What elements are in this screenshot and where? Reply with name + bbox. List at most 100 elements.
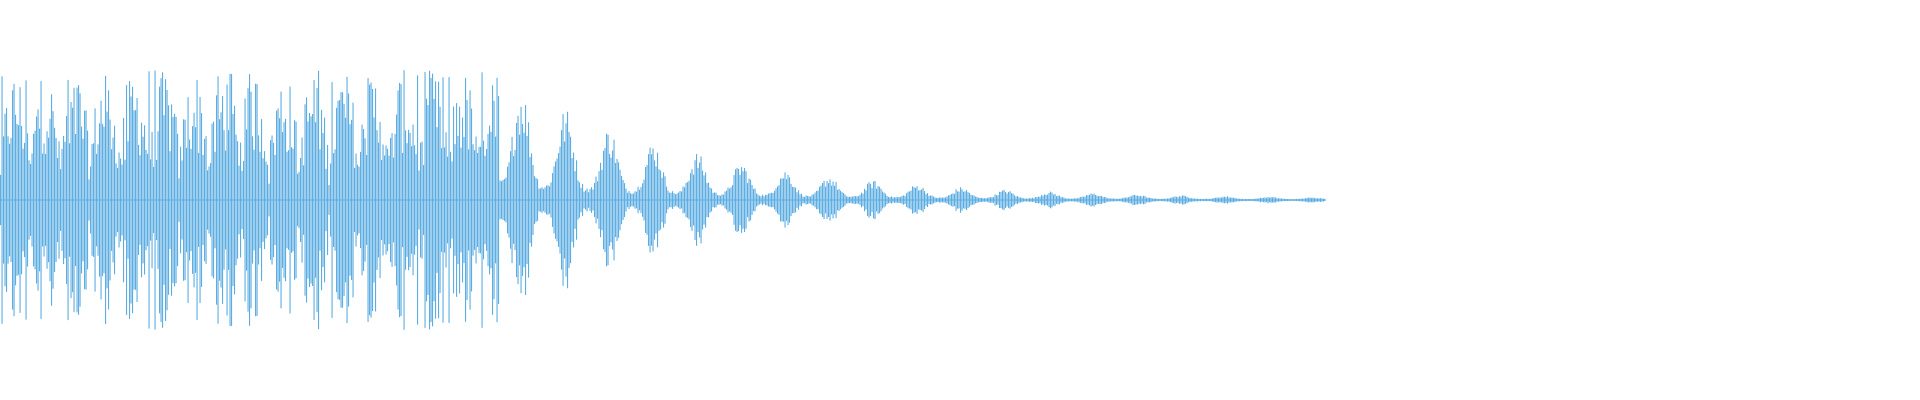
waveform-bar xyxy=(352,102,354,298)
waveform-bar xyxy=(222,96,224,304)
waveform-bar xyxy=(375,88,377,312)
waveform-bar xyxy=(1185,196,1187,204)
waveform-bar xyxy=(414,145,416,255)
waveform-bar xyxy=(1287,199,1289,201)
waveform-bar xyxy=(1260,197,1262,203)
waveform-bar xyxy=(708,182,710,218)
waveform-bar xyxy=(721,194,723,206)
waveform-bar xyxy=(825,186,827,214)
waveform-bar xyxy=(67,79,69,321)
waveform-bar xyxy=(183,119,185,281)
waveform-bar xyxy=(1266,197,1268,203)
waveform-bar xyxy=(1036,197,1038,203)
waveform-bar xyxy=(690,173,692,227)
waveform-bar xyxy=(1303,198,1305,202)
waveform-bar xyxy=(1263,197,1265,203)
waveform-bar xyxy=(438,81,440,319)
waveform-bar xyxy=(777,186,779,214)
waveform-bar xyxy=(486,149,488,251)
waveform-bar xyxy=(247,88,249,312)
waveform-bar xyxy=(463,136,465,264)
waveform-bar xyxy=(385,145,387,255)
waveform-bar xyxy=(1011,193,1013,207)
waveform-bar xyxy=(256,84,258,316)
waveform-bar xyxy=(255,83,257,317)
waveform-bar xyxy=(1075,198,1077,202)
waveform-bar xyxy=(181,160,183,240)
waveform-bar xyxy=(1153,198,1155,202)
waveform-bar xyxy=(1029,198,1031,202)
waveform-bar xyxy=(994,194,996,206)
waveform-bar xyxy=(238,165,240,235)
waveform-bar xyxy=(276,110,278,290)
waveform-bar xyxy=(1231,197,1233,203)
waveform-bar xyxy=(859,194,861,206)
waveform-bar xyxy=(13,83,15,317)
waveform-bar xyxy=(123,117,125,283)
waveform-bar xyxy=(1030,198,1032,202)
waveform-bar xyxy=(202,154,204,245)
waveform-bar xyxy=(151,131,153,269)
waveform-bar xyxy=(1233,197,1235,203)
waveform-bar xyxy=(591,187,593,213)
waveform-bar xyxy=(1216,197,1218,203)
waveform-bar xyxy=(919,189,921,211)
waveform-bar xyxy=(1038,196,1040,204)
waveform-bar xyxy=(1188,197,1190,203)
waveform-bar xyxy=(417,75,419,325)
waveform-bar xyxy=(1237,198,1239,202)
waveform-bar xyxy=(937,197,939,203)
waveform-bar xyxy=(862,193,864,207)
waveform-bar xyxy=(106,111,108,289)
waveform-bar xyxy=(747,183,749,218)
waveform-bar xyxy=(771,192,773,208)
waveform-bar xyxy=(1179,196,1181,204)
waveform-bar xyxy=(474,150,476,250)
waveform-bar xyxy=(216,95,218,305)
waveform-bar xyxy=(168,105,170,295)
waveform-bar xyxy=(1159,198,1161,201)
waveform-bar xyxy=(99,123,101,277)
waveform-bar xyxy=(1003,189,1005,211)
waveform-bar xyxy=(501,181,503,219)
waveform-bar xyxy=(783,178,785,222)
waveform-bar xyxy=(169,151,171,249)
waveform-bar xyxy=(1302,198,1304,202)
waveform-bar xyxy=(1312,197,1314,203)
waveform-bar xyxy=(775,188,777,212)
waveform-bar xyxy=(1155,198,1157,202)
waveform-bar xyxy=(973,195,975,205)
waveform-bar xyxy=(327,144,329,256)
waveform-bar xyxy=(642,183,644,217)
waveform-bar xyxy=(1189,198,1191,202)
waveform-bar xyxy=(444,147,446,253)
waveform-bar xyxy=(351,119,353,281)
waveform-bar xyxy=(277,108,279,292)
waveform-bar xyxy=(43,143,45,257)
waveform-bar xyxy=(1230,197,1232,203)
waveform-bar xyxy=(523,132,525,268)
waveform-bar xyxy=(762,194,764,206)
waveform-bar xyxy=(510,151,512,249)
waveform-bar xyxy=(765,194,767,206)
waveform-bar xyxy=(58,141,60,259)
waveform-bar xyxy=(517,115,519,285)
waveform-bar xyxy=(529,157,531,243)
waveform-bar xyxy=(303,165,305,235)
waveform-bar xyxy=(822,183,824,217)
waveform-bar xyxy=(681,191,683,209)
waveform-bar xyxy=(522,124,524,276)
waveform-bar xyxy=(817,190,819,210)
waveform-bar xyxy=(535,178,537,222)
waveform-bar xyxy=(129,81,131,319)
waveform-bar xyxy=(300,158,302,242)
waveform-bar xyxy=(1152,198,1154,202)
waveform-bar xyxy=(201,113,203,287)
waveform-bar xyxy=(963,191,965,209)
waveform-bar xyxy=(1060,197,1062,203)
waveform-bar xyxy=(288,150,290,250)
waveform-bar xyxy=(454,144,456,256)
waveform-bar xyxy=(51,94,53,306)
waveform-bar xyxy=(369,84,371,316)
waveform-bar xyxy=(1221,197,1223,203)
